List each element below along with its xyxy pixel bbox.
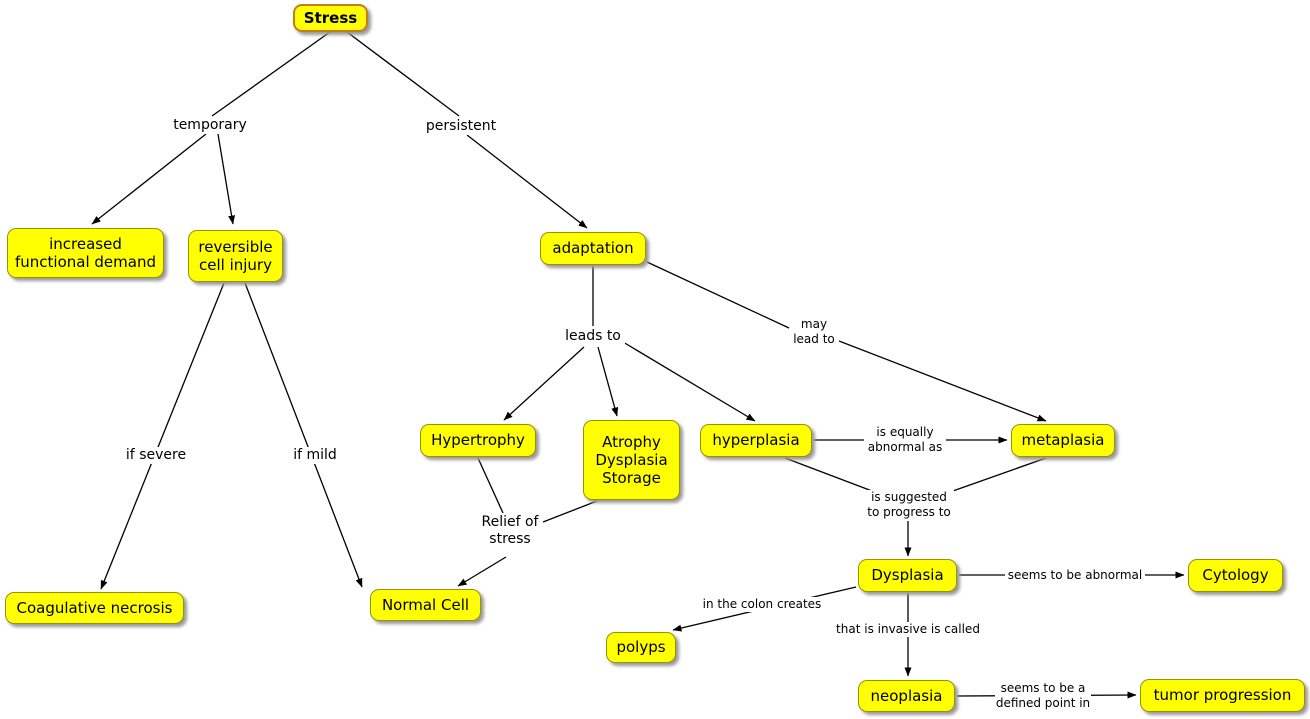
edge-label-seems-to-be-a-defined-point-in: seems to be a defined point in <box>995 681 1091 711</box>
edge-label-temporary: temporary <box>168 117 252 135</box>
edge-label-seems-to-be-abnormal: seems to be abnormal <box>1005 568 1145 583</box>
edge-label-is-equally-abnormal-as: is equally abnormal as <box>866 425 944 455</box>
node-hypertrophy[interactable]: Hypertrophy <box>420 424 536 457</box>
node-increased-functional-demand[interactable]: increased functional demand <box>7 228 164 278</box>
node-polyps[interactable]: polyps <box>606 632 676 663</box>
node-dysplasia[interactable]: Dysplasia <box>858 559 957 592</box>
node-adaptation[interactable]: adaptation <box>540 232 646 265</box>
edge-label-in-the-colon-creates: in the colon creates <box>700 597 824 612</box>
node-reversible-cell-injury[interactable]: reversible cell injury <box>188 230 283 282</box>
edge-label-may-lead-to: may lead to <box>790 317 838 347</box>
node-coagulative-necrosis[interactable]: Coagulative necrosis <box>5 592 184 624</box>
edge-label-if-severe: if severe <box>125 447 187 465</box>
edge-label-persistent: persistent <box>419 118 503 136</box>
node-cytology[interactable]: Cytology <box>1188 559 1283 592</box>
edge-label-relief-of-stress: Relief of stress <box>477 514 543 549</box>
node-neoplasia[interactable]: neoplasia <box>858 680 955 712</box>
edge-label-if-mild: if mild <box>289 447 341 465</box>
edge-label-leads-to: leads to <box>561 328 625 346</box>
edge-label-is-suggested-to-progress-to: is suggested to progress to <box>864 490 954 520</box>
edge-label-that-is-invasive-is-called: that is invasive is called <box>834 622 982 637</box>
node-tumor-progression[interactable]: tumor progression <box>1140 679 1305 712</box>
node-atrophy-dysplasia-storage[interactable]: Atrophy Dysplasia Storage <box>583 420 680 500</box>
node-metaplasia[interactable]: metaplasia <box>1011 424 1115 457</box>
node-hyperplasia[interactable]: hyperplasia <box>700 424 812 457</box>
node-normal-cell[interactable]: Normal Cell <box>370 589 481 621</box>
node-stress[interactable]: Stress <box>293 4 368 32</box>
